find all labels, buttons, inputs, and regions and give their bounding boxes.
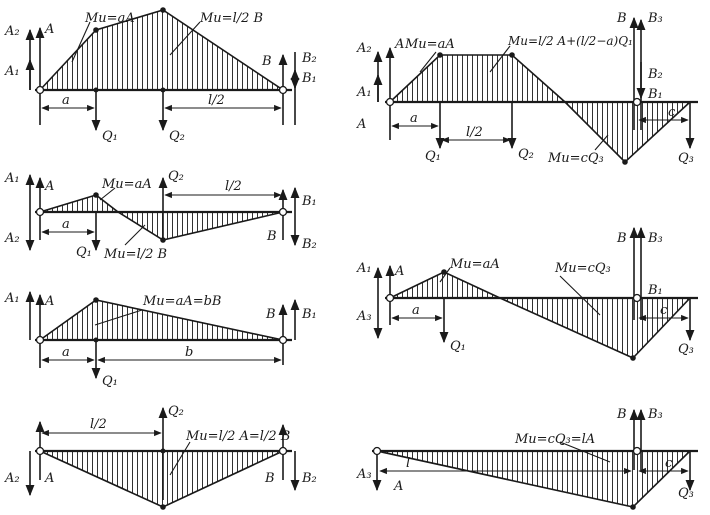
label-moment: Mu=l/2 A=l/2 B (185, 429, 290, 444)
label-moment-1: Mu=aA (404, 37, 455, 52)
label-moment-2: Mu=l/2 A+(l/2−a)Q₁ (507, 34, 633, 48)
label-dim-l2: l/2 (225, 179, 242, 194)
moment-area-upper (39, 194, 121, 213)
label-b1: B₁ (647, 283, 663, 298)
label-dim-a: a (412, 303, 420, 318)
label-moment-1: Mu=aA (449, 257, 500, 272)
panel-5: A₂ A Mu=aA Mu=l/2 A+(l/2−a)Q₁ B B₃ B₂ A₁… (356, 11, 698, 166)
label-b1: B₁ (647, 87, 663, 102)
label-b2: B₂ (647, 67, 663, 82)
label-dim-a: a (62, 93, 70, 108)
label-q3: Q₃ (678, 342, 694, 357)
label-b: B (616, 11, 627, 26)
label-a-lower: A (356, 117, 366, 132)
label-dim-l: l (406, 456, 410, 471)
label-b3: B₃ (647, 407, 663, 422)
moment-area-lower (115, 211, 284, 241)
label-q1: Q₁ (76, 245, 92, 260)
label-a2: A₂ (356, 41, 372, 56)
label-a2: A₂ (4, 471, 20, 486)
label-a1: A₁ (356, 85, 372, 100)
label-a3: A₃ (356, 309, 372, 324)
label-b2: B₂ (301, 51, 317, 66)
label-b: B (261, 54, 272, 69)
label-dim-l2: l/2 (208, 93, 225, 108)
label-a1: A₁ (4, 291, 20, 306)
label-dim-c: c (668, 105, 676, 120)
label-q2: Q₂ (169, 129, 185, 144)
label-moment-1: Mu=aA (101, 177, 152, 192)
label-moment: Mu=aA=bB (142, 294, 221, 309)
panel-7: B B₃ Mu=cQ₃=lA A₃ l c A Q₃ (356, 407, 698, 510)
label-a1: A₁ (4, 64, 20, 79)
label-q1: Q₁ (102, 129, 118, 144)
label-q2: Q₂ (168, 404, 184, 419)
label-dim-a: a (62, 217, 70, 232)
label-b1: B₁ (301, 194, 317, 209)
label-dim-c: c (660, 303, 668, 318)
label-moment-2: Mu=cQ₃ (554, 261, 611, 276)
label-b3: B₃ (647, 11, 663, 26)
support-a (35, 85, 45, 95)
label-q2: Q₂ (168, 169, 184, 184)
label-b: B (616, 231, 627, 246)
label-a: A (44, 471, 54, 486)
label-b3: B₃ (647, 231, 663, 246)
label-moment-2: Mu=l/2 B (199, 11, 263, 26)
label-a2: A₂ (4, 231, 20, 246)
label-dim-b: b (185, 345, 193, 360)
label-b: B (264, 471, 275, 486)
label-dim-c: c (665, 456, 673, 471)
label-b2: B₂ (301, 237, 317, 252)
label-dim-a: a (62, 345, 70, 360)
label-a: A (44, 294, 54, 309)
panel-1: A₂ A A₁ Mu=aA Mu=l/2 B B B₂ B₁ a l/2 Q₁ … (4, 7, 317, 144)
label-q1: Q₁ (102, 374, 118, 389)
label-a: A (393, 479, 403, 494)
label-b1: B₁ (301, 307, 317, 322)
panel-4: l/2 Q₂ Mu=l/2 A=l/2 B A₂ A B B₂ (4, 404, 317, 510)
label-q1: Q₁ (450, 339, 466, 354)
label-moment-2: Mu=l/2 B (103, 247, 167, 262)
label-dim-a: a (410, 111, 418, 126)
label-a: A (44, 179, 54, 194)
label-q2: Q₂ (518, 147, 534, 162)
label-a1: A₁ (356, 261, 372, 276)
label-q3: Q₃ (678, 486, 694, 501)
label-moment: Mu=cQ₃=lA (514, 432, 595, 447)
panel-6: A₁ A Mu=aA Mu=cQ₃ B B₃ B₁ A₃ a c Q₁ Q₃ (356, 226, 698, 361)
label-q3: Q₃ (678, 151, 694, 166)
label-a: A (394, 264, 404, 279)
label-moment-1: Mu=aA (84, 11, 135, 26)
label-dim-l2: l/2 (466, 125, 483, 140)
label-dim-l2: l/2 (90, 417, 107, 432)
panel-3: A₁ A Mu=aA=bB B B₁ a b Q₁ (4, 290, 317, 389)
label-moment-3: Mu=cQ₃ (547, 151, 604, 166)
label-b: B (266, 229, 277, 244)
label-a: A (394, 37, 404, 52)
label-a2: A₂ (4, 24, 20, 39)
panel-2: A₁ A Mu=aA Q₂ l/2 B₁ a A₂ Q₁ Mu=l/2 B B … (4, 169, 317, 262)
label-a1: A₁ (4, 171, 20, 186)
label-b: B (265, 307, 276, 322)
label-a: A (44, 22, 54, 37)
label-b2: B₂ (301, 471, 317, 486)
label-b1: B₁ (301, 71, 317, 86)
label-a3: A₃ (356, 467, 372, 482)
label-b: B (616, 407, 627, 422)
label-q1: Q₁ (425, 149, 441, 164)
